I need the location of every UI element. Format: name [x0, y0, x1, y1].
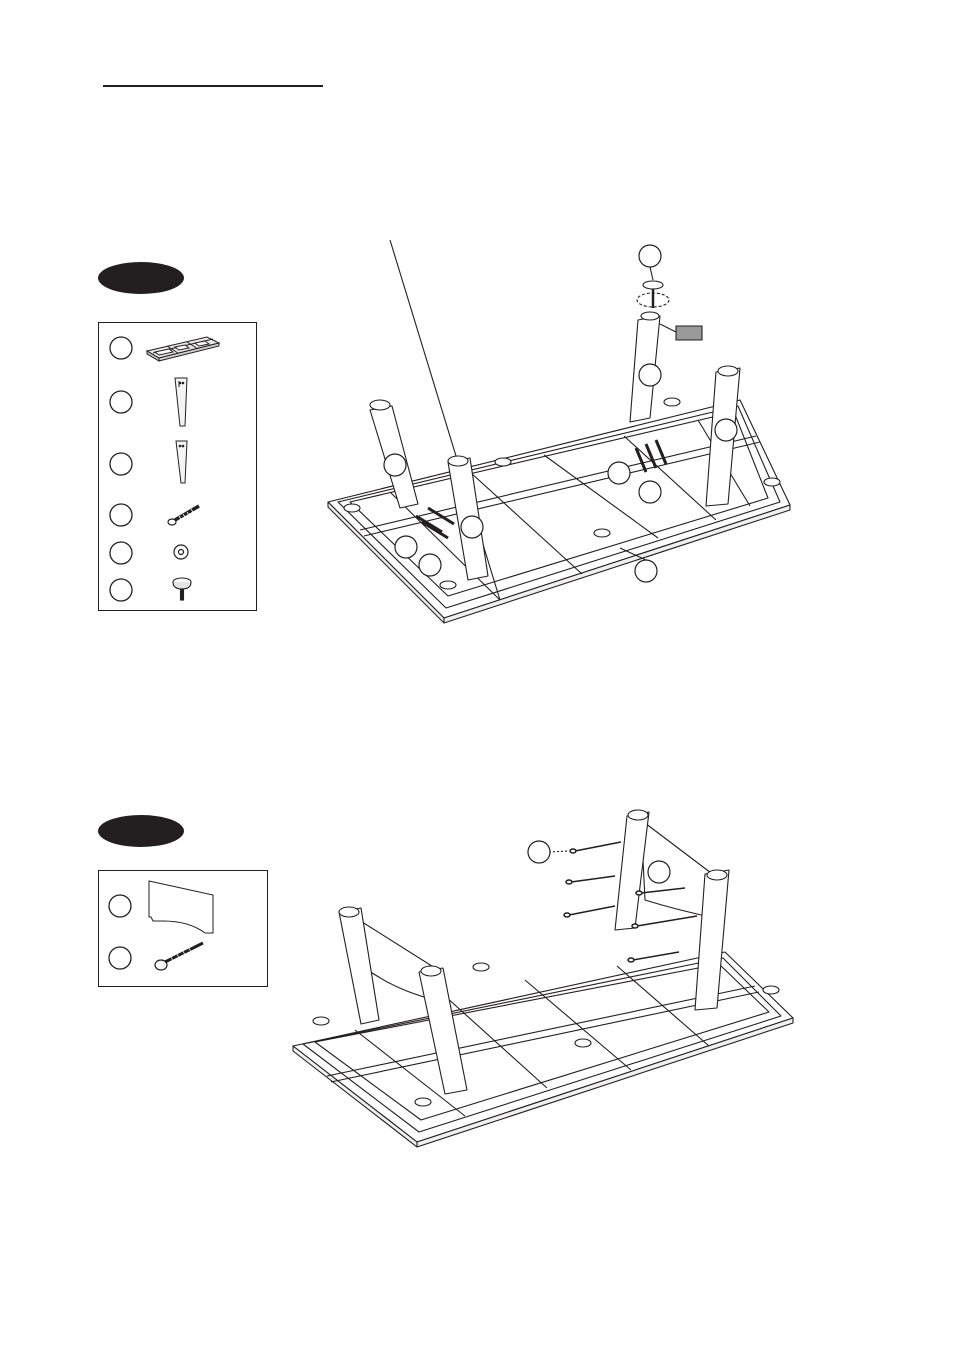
step-2-parts-box	[98, 870, 268, 987]
step-1-badge	[98, 262, 184, 294]
part-callout-4	[110, 504, 132, 526]
washer-icon	[174, 545, 188, 559]
callout-leg-back-right	[715, 419, 737, 441]
callout-bolt-right	[608, 462, 630, 484]
callout-washer-right	[639, 481, 661, 503]
part-callout-1	[110, 337, 132, 359]
heading-rule	[103, 85, 323, 87]
callout-frame	[635, 560, 657, 582]
part-callout-6	[110, 579, 132, 601]
leg-long-icon	[175, 378, 187, 426]
bolt-icon	[168, 506, 199, 525]
step-2-parts-list	[99, 871, 269, 988]
step-1-parts-list	[99, 323, 258, 612]
step-1-parts-box	[98, 322, 257, 611]
callout-screw	[528, 841, 550, 863]
part-callout-8	[109, 947, 131, 969]
label-tag	[676, 326, 702, 340]
leg-short-icon	[176, 441, 187, 483]
tabletop-frame-icon	[147, 337, 219, 361]
part-callout-7	[109, 895, 131, 917]
step-1-assembly-diagram	[320, 240, 800, 625]
callout-washer-left	[419, 554, 441, 576]
step-2-assembly-diagram	[285, 800, 805, 1150]
side-panel-icon	[149, 881, 213, 933]
callout-leg-front-right	[461, 516, 483, 538]
adjustable-foot-icon	[173, 578, 191, 600]
callout-leg-front-left	[384, 454, 406, 476]
part-callout-5	[110, 542, 132, 564]
callout-panel	[648, 861, 670, 883]
step-2-badge	[98, 815, 184, 847]
callout-leg-back-left	[639, 364, 661, 386]
callout-foot	[639, 245, 661, 267]
callout-bolt-left	[395, 536, 417, 558]
part-callout-2	[110, 391, 132, 413]
part-callout-3	[110, 453, 132, 475]
wood-screw-icon	[155, 943, 203, 970]
